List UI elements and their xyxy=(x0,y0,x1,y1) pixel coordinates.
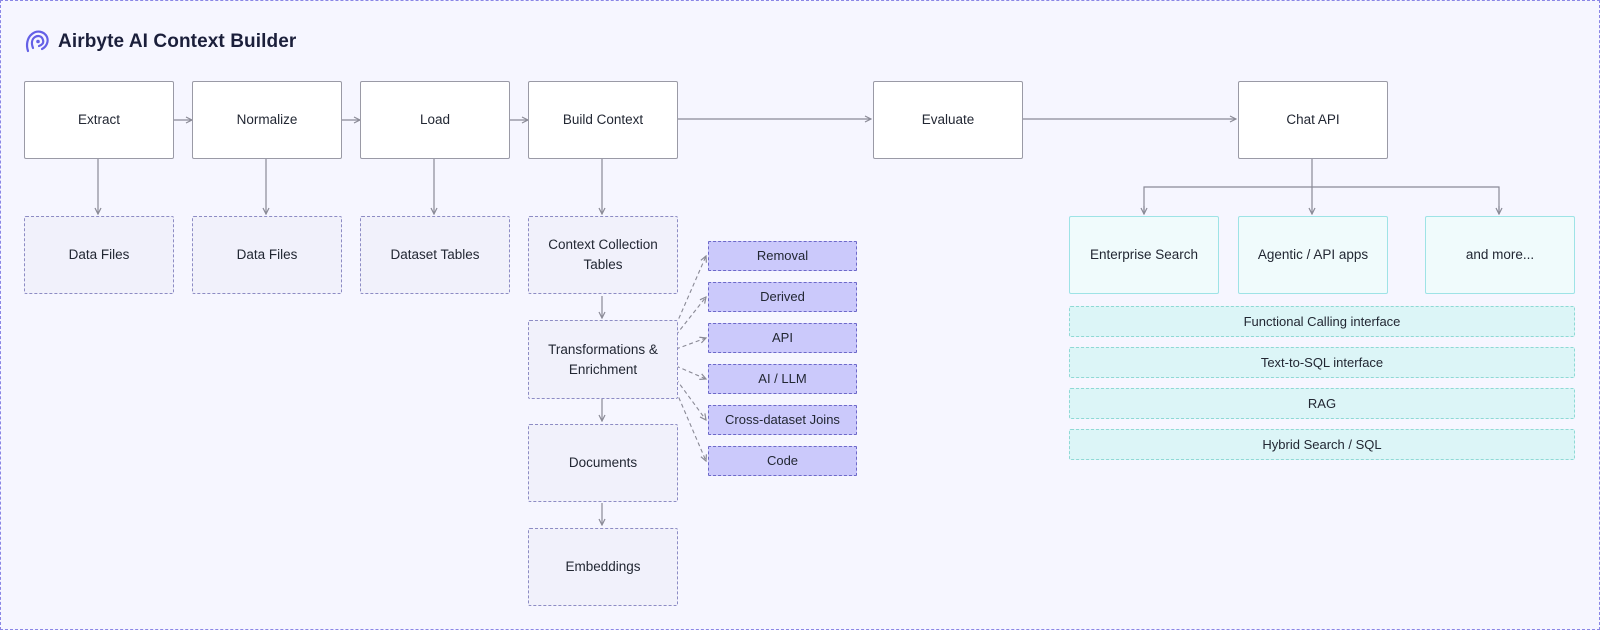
page-title: Airbyte AI Context Builder xyxy=(58,31,297,52)
transform-removal-chip: Removal xyxy=(708,241,857,271)
interface-hybrid-search: Hybrid Search / SQL xyxy=(1069,429,1575,460)
interface-rag: RAG xyxy=(1069,388,1575,419)
extract-node: Extract xyxy=(24,81,174,159)
normalize-output-node: Data Files xyxy=(192,216,342,294)
evaluate-node: Evaluate xyxy=(873,81,1023,159)
documents-node: Documents xyxy=(528,424,678,502)
diagram-header: Airbyte AI Context Builder xyxy=(24,27,296,57)
fan-to-ai-llm xyxy=(675,365,706,379)
chat-api-branch xyxy=(1143,186,1500,214)
fan-to-api xyxy=(675,338,706,350)
interface-function-calling: Functional Calling interface xyxy=(1069,306,1575,337)
chat-api-node: Chat API xyxy=(1238,81,1388,159)
transform-joins-chip: Cross-dataset Joins xyxy=(708,405,857,435)
app-enterprise-search: Enterprise Search xyxy=(1069,216,1219,294)
transform-ai-llm-chip: AI / LLM xyxy=(708,364,857,394)
airbyte-logo-icon xyxy=(25,30,49,53)
transform-code-chip: Code xyxy=(708,446,857,476)
context-collection-tables-node: Context Collection Tables xyxy=(528,216,678,294)
fan-to-joins xyxy=(675,378,706,420)
fan-to-code xyxy=(675,390,706,461)
embeddings-node: Embeddings xyxy=(528,528,678,606)
fan-to-derived xyxy=(675,297,706,336)
normalize-node: Normalize xyxy=(192,81,342,159)
extract-output-node: Data Files xyxy=(24,216,174,294)
transformations-node: Transformations & Enrichment xyxy=(528,320,678,399)
load-node: Load xyxy=(360,81,510,159)
transform-derived-chip: Derived xyxy=(708,282,857,312)
fan-to-removal xyxy=(675,256,706,326)
load-output-node: Dataset Tables xyxy=(360,216,510,294)
transform-api-chip: API xyxy=(708,323,857,353)
app-agentic-api: Agentic / API apps xyxy=(1238,216,1388,294)
interface-text-to-sql: Text-to-SQL interface xyxy=(1069,347,1575,378)
build-context-node: Build Context xyxy=(528,81,678,159)
app-and-more: and more... xyxy=(1425,216,1575,294)
